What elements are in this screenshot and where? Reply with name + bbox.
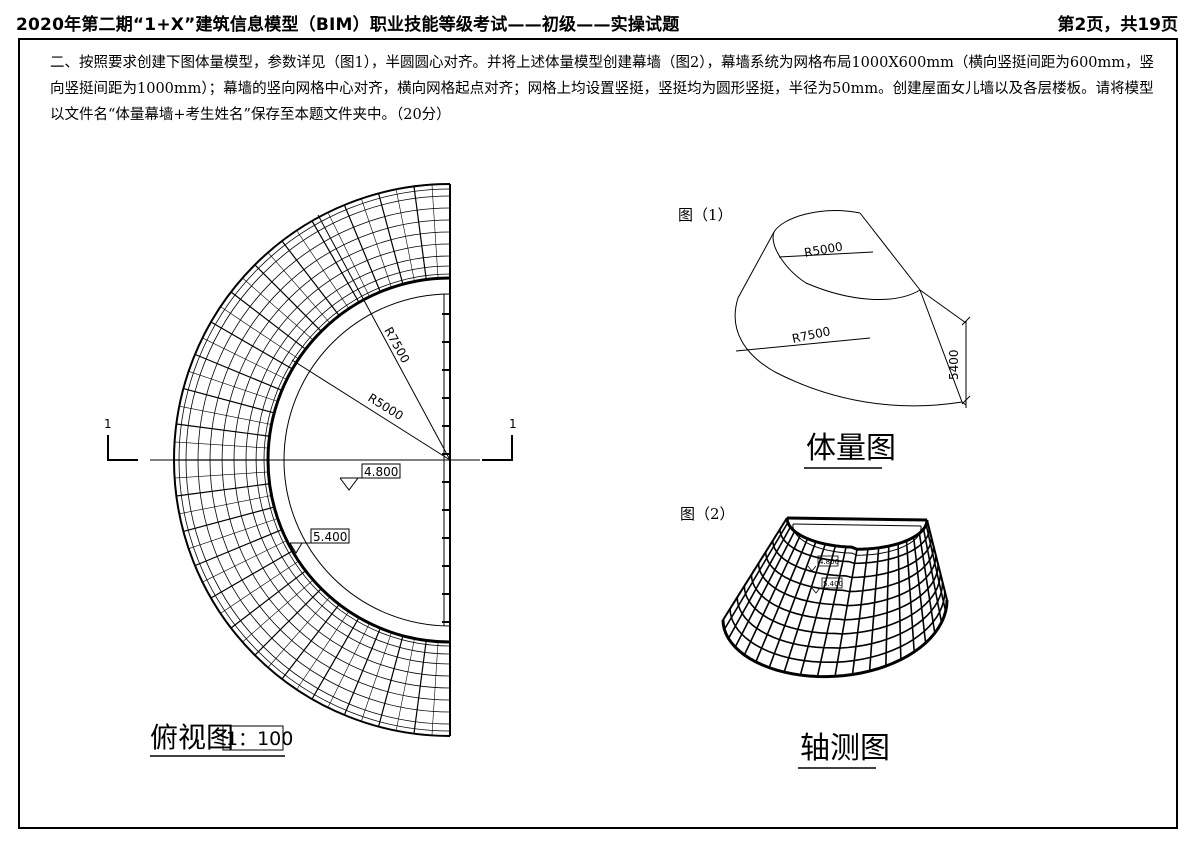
- question-frame: 二、按照要求创建下图体量模型，参数详见（图1），半圆圆心对齐。并将上述体量模型创…: [18, 38, 1178, 829]
- radius-line-inner: [291, 359, 451, 461]
- radius-label-outer: R7500: [381, 325, 412, 366]
- figure1-caption: 体量图: [806, 431, 896, 466]
- figure2-level-lower: 5.400: [823, 580, 843, 588]
- level-marker-lower: [289, 528, 350, 554]
- exam-title: 2020年第二期“1+X”建筑信息模型（BIM）职业技能等级考试——初级——实操…: [16, 15, 680, 35]
- scale-box: [222, 725, 284, 751]
- figure1-label: 图（1）: [678, 206, 733, 224]
- figure1-height: 5400: [947, 349, 961, 380]
- radius-line-outer: [317, 214, 451, 461]
- level-label-upper: 4.800: [364, 465, 398, 479]
- plan-view-title: 俯视图: [150, 721, 234, 754]
- plan-scale: 1：100: [226, 728, 293, 750]
- radius-label-inner: R5000: [365, 391, 405, 423]
- section-mark-right-bracket: [482, 435, 513, 461]
- question-text: 二、按照要求创建下图体量模型，参数详见（图1），半圆圆心对齐。并将上述体量模型创…: [50, 55, 1155, 123]
- figure2-level-upper: 4.800: [819, 558, 839, 566]
- axo-level-upper: [807, 555, 839, 572]
- mass-model: [734, 210, 971, 408]
- axo-level-lower: [811, 577, 843, 594]
- section-mark-left-label: 1: [104, 417, 112, 431]
- section-mark-left-bracket: [107, 435, 138, 461]
- figure2-label: 图（2）: [680, 505, 735, 523]
- level-label-lower: 5.400: [313, 530, 347, 544]
- figure1-top-radius: R5000: [803, 239, 844, 260]
- section-mark-right-label: 1: [509, 417, 517, 431]
- plan-view: [107, 183, 513, 737]
- page-indicator: 第2页，共19页: [1057, 15, 1179, 35]
- axonometric-model: [721, 516, 949, 679]
- figure2-caption: 轴测图: [800, 731, 890, 766]
- level-marker-upper: [339, 463, 401, 491]
